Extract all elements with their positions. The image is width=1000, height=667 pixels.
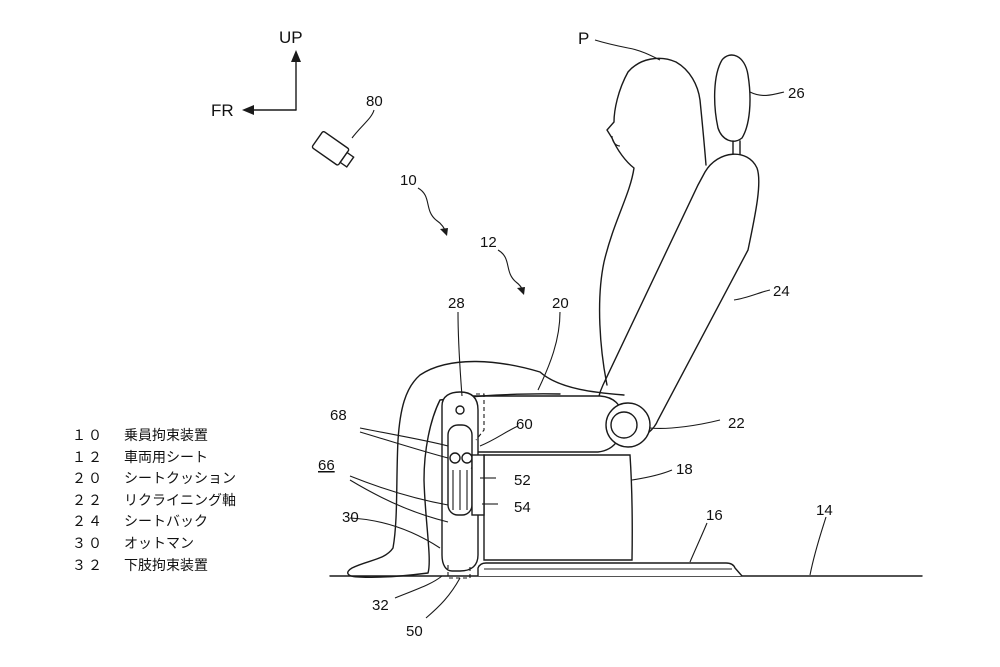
legend-row: ２４ シートバック	[72, 512, 236, 534]
label-p: P	[578, 29, 589, 48]
legend-text: シートバック	[124, 514, 208, 531]
seat-back	[596, 153, 771, 442]
legend-number: ２２	[72, 492, 104, 509]
label-20: 20	[552, 295, 569, 312]
label-24: 24	[773, 283, 790, 300]
reference-leaders	[417, 187, 561, 397]
legend-number: １２	[72, 449, 104, 466]
label-68: 68	[330, 407, 347, 424]
occupant	[347, 39, 707, 578]
label-66: 66	[318, 457, 335, 474]
label-12: 12	[480, 234, 497, 251]
slide-rail	[477, 522, 743, 577]
label-32: 32	[372, 597, 389, 614]
label-80: 80	[366, 93, 383, 110]
legend-text: シートクッション	[124, 471, 236, 488]
label-16: 16	[706, 507, 723, 524]
label-50: 50	[406, 623, 423, 640]
legend-row: ２２ リクライニング軸	[72, 491, 236, 513]
front-label: FR	[211, 101, 234, 120]
label-14: 14	[816, 502, 833, 519]
seat-pedestal	[483, 454, 673, 561]
reference-numerals: P 80 26 10 12 24 28 20 68 60 22 18 66 52…	[318, 29, 833, 640]
legend-text: リクライニング軸	[124, 492, 236, 509]
head-rest	[713, 54, 785, 157]
legend-number: ３２	[72, 557, 104, 574]
camera-device	[311, 109, 375, 168]
label-54: 54	[514, 499, 531, 516]
legend-number: ２０	[72, 471, 104, 488]
legend-row: ３０ オットマン	[72, 534, 236, 556]
label-10: 10	[400, 172, 417, 189]
label-22: 22	[728, 415, 745, 432]
legend-text: 下肢拘束装置	[124, 557, 208, 574]
reference-legend: １０ 乗員拘束装置 １２ 車両用シート ２０ シートクッション ２２ リクライニ…	[72, 426, 236, 577]
legend-text: オットマン	[124, 535, 194, 552]
legend-row: ３２ 下肢拘束装置	[72, 556, 236, 578]
reclining-axis	[605, 402, 721, 448]
legend-number: ２４	[72, 514, 104, 531]
legend-row: ２０ シートクッション	[72, 469, 236, 491]
label-26: 26	[788, 85, 805, 102]
ottoman	[349, 391, 519, 619]
direction-indicator: UP FR	[211, 28, 303, 120]
label-28: 28	[448, 295, 465, 312]
legend-text: 車両用シート	[124, 449, 208, 466]
label-52: 52	[514, 472, 531, 489]
label-60: 60	[516, 416, 533, 433]
legend-row: １０ 乗員拘束装置	[72, 426, 236, 448]
legend-number: １０	[72, 428, 104, 444]
legend-number: ３０	[72, 535, 104, 552]
legend-text: 乗員拘束装置	[124, 428, 208, 444]
label-30: 30	[342, 509, 359, 526]
up-label: UP	[279, 28, 303, 47]
legend-row: １２ 車両用シート	[72, 448, 236, 470]
label-18: 18	[676, 461, 693, 478]
